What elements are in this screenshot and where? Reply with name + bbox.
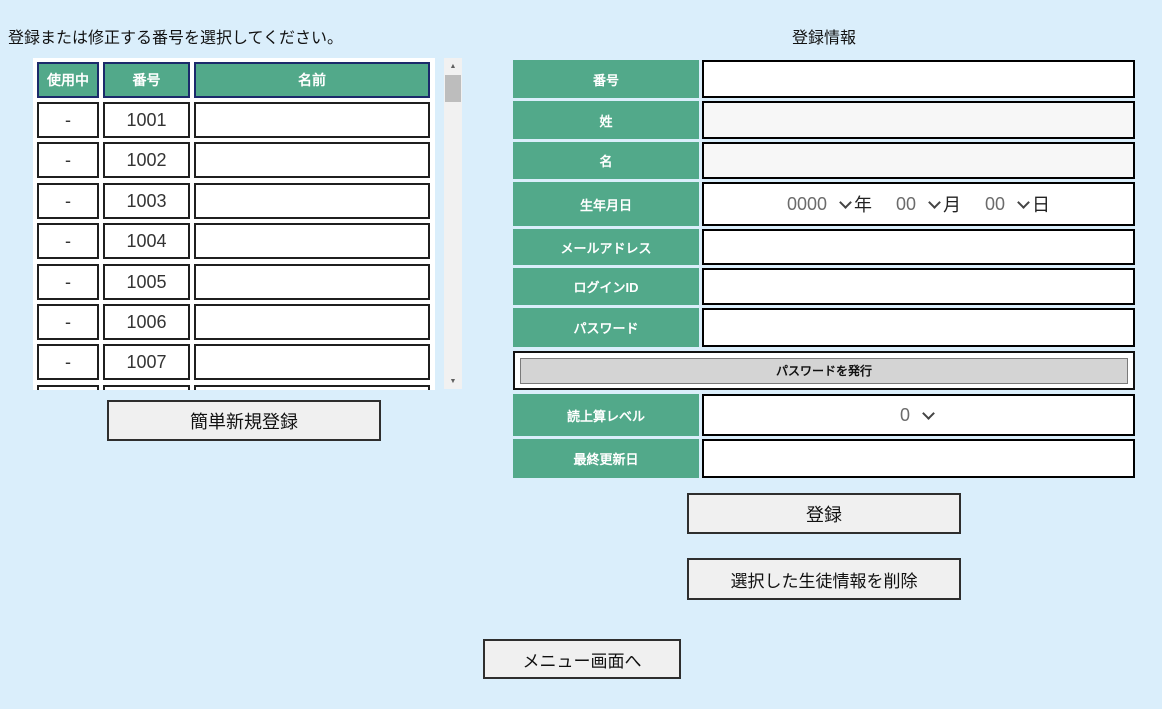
- table-scrollbar[interactable]: ▲ ▼: [444, 58, 462, 389]
- student-table: 使用中番号名前-1001-1002-1003-1004-1005-1006-10…: [33, 58, 435, 390]
- cell-number[interactable]: 1002: [103, 142, 190, 178]
- form-row: パスワード: [513, 308, 1135, 347]
- field-label: 姓: [513, 101, 699, 139]
- password-issue-button[interactable]: パスワードを発行: [520, 357, 1128, 384]
- register-button[interactable]: 登録: [687, 493, 961, 534]
- cell-name[interactable]: [194, 183, 430, 219]
- form-row: 姓: [513, 101, 1135, 139]
- field-input[interactable]: [702, 142, 1135, 179]
- select-unit-label: 日: [1032, 195, 1051, 215]
- level-select[interactable]: 0: [702, 394, 1135, 436]
- level-select-control[interactable]: 0: [900, 405, 937, 426]
- month-select[interactable]: 00 月: [896, 191, 961, 217]
- cell-in-use[interactable]: -: [37, 264, 99, 300]
- field-input[interactable]: [702, 101, 1135, 139]
- field-label: 番号: [513, 60, 699, 98]
- cell-name[interactable]: [194, 344, 430, 380]
- select-value: 00: [895, 193, 917, 214]
- registration-info-title: 登録情報: [791, 30, 856, 47]
- cell-number[interactable]: 1006: [103, 304, 190, 340]
- form-row: 番号: [513, 60, 1135, 98]
- field-label: メールアドレス: [513, 229, 699, 265]
- field-label: 生年月日: [513, 182, 699, 226]
- table-header-1: 番号: [103, 62, 190, 98]
- form-row: パスワードを発行: [513, 351, 1135, 390]
- chevron-down-icon: [1017, 195, 1030, 209]
- cell-number[interactable]: 1003: [103, 183, 190, 219]
- chevron-down-icon: [922, 406, 935, 420]
- cell-in-use[interactable]: -: [37, 223, 99, 259]
- cell-number[interactable]: 1004: [103, 223, 190, 259]
- password-issue-row: パスワードを発行: [513, 351, 1135, 390]
- table-header-2: 名前: [194, 62, 430, 98]
- field-input[interactable]: [702, 439, 1135, 478]
- form-row: 名: [513, 142, 1135, 179]
- select-value: 0: [899, 404, 910, 425]
- cell-number[interactable]: 1007: [103, 344, 190, 380]
- cell-name[interactable]: [194, 223, 430, 259]
- field-label: 読上算レベル: [513, 394, 699, 436]
- cell-in-use[interactable]: -: [37, 304, 99, 340]
- cell-in-use[interactable]: -: [37, 344, 99, 380]
- menu-screen-button[interactable]: メニュー画面へ: [483, 639, 681, 679]
- field-input[interactable]: [702, 308, 1135, 347]
- scroll-up-icon[interactable]: ▲: [449, 62, 457, 70]
- select-value: 0000: [786, 193, 827, 214]
- select-unit-label: 月: [943, 195, 962, 215]
- year-select[interactable]: 0000 年: [787, 191, 872, 217]
- table-header-0: 使用中: [37, 62, 99, 98]
- field-label: 最終更新日: [513, 439, 699, 478]
- field-input[interactable]: [702, 229, 1135, 265]
- birthdate-input[interactable]: 0000 年 00 月 00 日: [702, 182, 1135, 226]
- form-row: 読上算レベル 0: [513, 394, 1135, 436]
- form-row: 生年月日 0000 年 00 月 00 日: [513, 182, 1135, 226]
- select-value: 00: [985, 193, 1006, 214]
- cell-name[interactable]: [194, 102, 430, 138]
- field-input[interactable]: [702, 268, 1135, 305]
- delete-student-button[interactable]: 選択した生徒情報を削除: [687, 558, 961, 600]
- cell-in-use[interactable]: -: [37, 102, 99, 138]
- day-select[interactable]: 00 日: [985, 191, 1050, 217]
- form-row: メールアドレス: [513, 229, 1135, 265]
- field-label: ログインID: [513, 268, 699, 305]
- field-label: パスワード: [513, 308, 699, 347]
- chevron-down-icon: [839, 195, 852, 209]
- form-row: 最終更新日: [513, 439, 1135, 478]
- cell-in-use[interactable]: [37, 385, 99, 390]
- cell-number[interactable]: 1005: [103, 264, 190, 300]
- easy-new-register-button[interactable]: 簡単新規登録: [107, 400, 381, 441]
- form-row: ログインID: [513, 268, 1135, 305]
- field-label: 名: [513, 142, 699, 179]
- chevron-down-icon: [928, 195, 941, 209]
- cell-in-use[interactable]: -: [37, 183, 99, 219]
- scrollbar-thumb[interactable]: [445, 75, 461, 102]
- cell-name[interactable]: [194, 264, 430, 300]
- select-unit-label: 年: [853, 195, 872, 215]
- cell-name[interactable]: [194, 142, 430, 178]
- cell-number[interactable]: 1001: [103, 102, 190, 138]
- select-number-instruction: 登録または修正する番号を選択してください。: [8, 30, 344, 47]
- cell-name[interactable]: [194, 385, 430, 390]
- cell-name[interactable]: [194, 304, 430, 340]
- scroll-down-icon[interactable]: ▼: [449, 377, 457, 385]
- field-input[interactable]: [702, 60, 1135, 98]
- cell-in-use[interactable]: -: [37, 142, 99, 178]
- cell-number[interactable]: [103, 385, 190, 390]
